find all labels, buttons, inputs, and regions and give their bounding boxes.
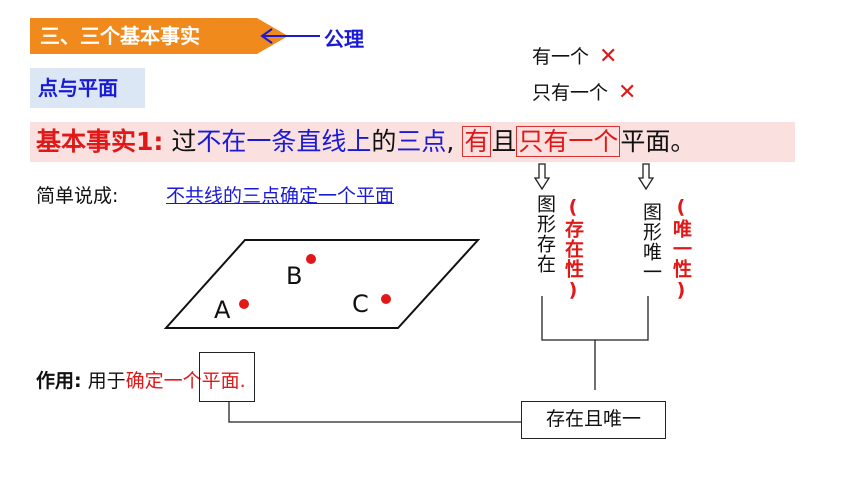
function-red-text: 确定一个平面. <box>125 370 246 392</box>
statement-only-one-box: 只有一个 <box>516 126 621 157</box>
statement-part: 的 <box>371 127 397 156</box>
result-box: 存在且唯一 <box>521 401 666 439</box>
note-one: 有一个 ✕ <box>532 42 617 69</box>
function-line: 作用: 用于确定一个平面. <box>36 366 246 393</box>
cross-icon: ✕ <box>618 80 637 105</box>
left-arrow-icon <box>260 28 320 44</box>
down-arrow-icon <box>533 163 551 191</box>
highlight-box <box>199 352 255 402</box>
statement-part: 三点 <box>396 127 447 156</box>
vertical-exist: 图形存在 <box>534 194 556 274</box>
vertical-unique-red: (唯一性) <box>670 196 692 302</box>
function-prefix: 用于 <box>81 370 126 392</box>
axiom-label: 公理 <box>324 27 364 51</box>
statement-part: 平面。 <box>620 127 696 156</box>
simple-link[interactable]: 不共线的三点确定一个平面 <box>166 185 395 207</box>
statement-part: 且 <box>491 127 517 156</box>
statement-label: 基本事实1: <box>36 127 164 156</box>
plane-parallelogram <box>163 239 481 329</box>
section-banner: 三、三个基本事实 <box>30 18 288 54</box>
statement: 基本事实1: 过不在一条直线上的三点, 有且只有一个平面。 <box>36 124 695 160</box>
statement-part: 不在一条直线上 <box>196 127 372 156</box>
topic-tag: 点与平面 <box>30 68 145 108</box>
plane-figure <box>163 239 481 329</box>
note-two: 只有一个 ✕ <box>532 78 636 105</box>
note-one-text: 有一个 <box>532 46 590 68</box>
statement-part: , <box>446 127 455 156</box>
point-c-dot <box>381 294 391 304</box>
note-two-text: 只有一个 <box>532 82 609 104</box>
simple-label: 简单说成: <box>36 185 119 207</box>
point-c-label: C <box>352 290 369 318</box>
section-title: 三、三个基本事实 <box>40 24 200 48</box>
statement-part: 过 <box>171 127 197 156</box>
down-arrow-icon <box>637 163 655 191</box>
statement-has-box: 有 <box>462 126 492 157</box>
cross-icon: ✕ <box>599 44 618 69</box>
point-a-dot <box>239 299 249 309</box>
point-b-label: B <box>286 262 303 290</box>
topic-label: 点与平面 <box>38 76 118 100</box>
vertical-exist-red: (存在性) <box>562 196 584 302</box>
function-label: 作用: <box>36 370 82 392</box>
point-b-dot <box>306 254 316 264</box>
vertical-unique: 图形唯一 <box>640 202 662 282</box>
statement-band <box>30 122 795 162</box>
point-a-label: A <box>214 296 231 324</box>
